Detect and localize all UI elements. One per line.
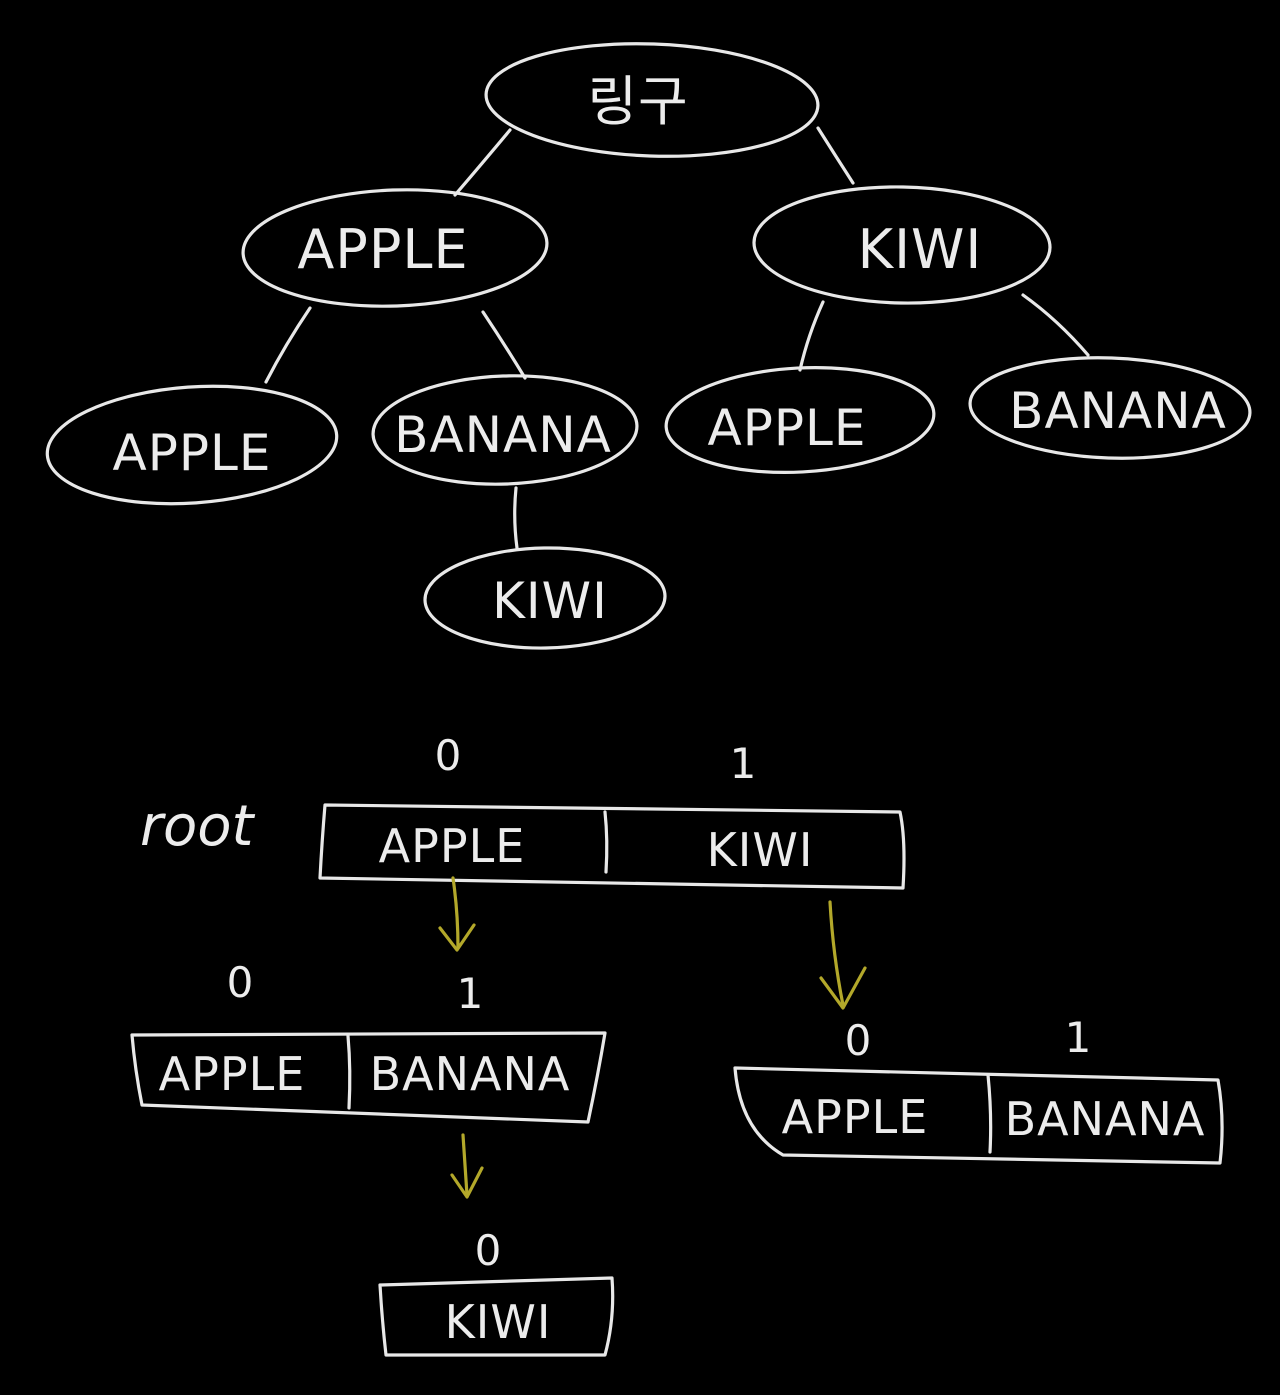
tree-node-apple: APPLE — [241, 188, 549, 308]
root-label: root — [140, 794, 256, 859]
array-root: 0 1 APPLE KIWI — [318, 731, 906, 890]
array-cell: BANANA — [1005, 1092, 1206, 1146]
arrow-head — [819, 966, 867, 1010]
edge-kiwi-apple — [798, 300, 825, 372]
array-cell: APPLE — [159, 1047, 306, 1101]
arrow-head — [450, 1166, 484, 1199]
array-index: 0 — [227, 958, 254, 1007]
array-cell: BANANA — [370, 1047, 571, 1101]
array-frame — [130, 1031, 607, 1124]
node-label: BANANA — [1009, 382, 1227, 440]
array-divider — [986, 1073, 993, 1154]
array-cell: KIWI — [707, 823, 814, 877]
array-index: 0 — [475, 1226, 502, 1275]
edge-apple-banana — [481, 310, 527, 380]
node-ellipse — [371, 374, 639, 486]
tree-node-apple-apple: APPLE — [45, 384, 339, 506]
array-frame — [378, 1276, 615, 1357]
arrow-shaft — [828, 900, 845, 1007]
array-frame — [318, 803, 906, 890]
array-divider — [346, 1034, 352, 1110]
array-index: 0 — [435, 731, 462, 780]
node-ellipse — [484, 42, 820, 158]
node-ellipse — [968, 356, 1252, 460]
tree-node-banana-kiwi: KIWI — [423, 546, 667, 650]
array-index: 1 — [1065, 1013, 1092, 1062]
tree-edges — [264, 126, 1090, 550]
node-label: APPLE — [297, 218, 468, 281]
array-index: 1 — [730, 739, 757, 788]
node-label: APPLE — [113, 424, 272, 482]
array-apple: 0 1 APPLE BANANA — [130, 958, 607, 1124]
node-ellipse — [423, 546, 667, 650]
arrow-root-to-kiwi — [819, 900, 867, 1010]
node-ellipse — [664, 365, 936, 475]
edge-kiwi-banana — [1021, 293, 1090, 357]
node-label: 링구 — [587, 70, 688, 133]
node-ellipse — [241, 188, 549, 308]
arrow-root-to-apple — [438, 876, 476, 952]
node-label: BANANA — [394, 406, 612, 464]
node-label: KIWI — [492, 572, 608, 630]
tree-node-kiwi-apple: APPLE — [664, 365, 936, 475]
array-cell: APPLE — [782, 1090, 929, 1144]
tree-node-root: 링구 — [484, 42, 820, 158]
array-frame — [733, 1066, 1224, 1165]
edge-root-apple — [453, 128, 512, 197]
edge-apple-apple — [264, 306, 312, 384]
edge-root-kiwi — [816, 126, 855, 185]
array-cell: APPLE — [379, 819, 526, 873]
array-kiwi: 0 1 APPLE BANANA — [733, 1013, 1224, 1165]
array-index: 0 — [845, 1016, 872, 1065]
array-divider — [603, 810, 609, 874]
array-cell: KIWI — [445, 1295, 552, 1349]
node-ellipse — [752, 185, 1052, 305]
array-banana: 0 KIWI — [378, 1226, 615, 1357]
edge-banana-kiwi — [513, 486, 519, 550]
node-label: APPLE — [708, 399, 867, 457]
tree-node-apple-banana: BANANA — [371, 374, 639, 486]
arrow-shaft — [451, 876, 460, 950]
node-ellipse — [45, 384, 339, 506]
tree-node-kiwi: KIWI — [752, 185, 1052, 305]
array-index: 1 — [457, 969, 484, 1018]
node-label: KIWI — [858, 218, 983, 281]
tree-node-kiwi-banana: BANANA — [968, 356, 1252, 460]
arrow-banana-to-kiwi — [450, 1133, 484, 1199]
arrow-shaft — [461, 1133, 469, 1197]
arrow-head — [438, 923, 476, 952]
